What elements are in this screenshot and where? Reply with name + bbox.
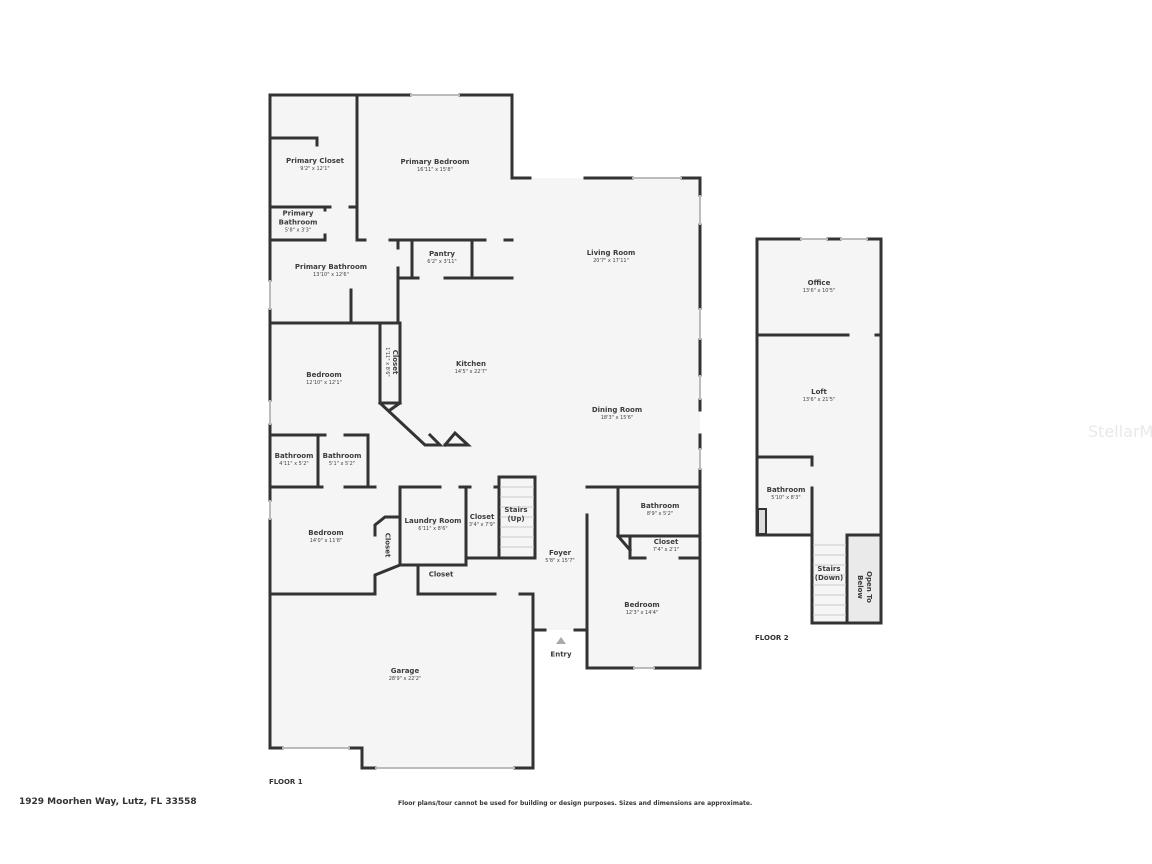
- disclaimer: Floor plans/tour cannot be used for buil…: [398, 800, 753, 807]
- hatch-floor2-bath: [757, 508, 767, 535]
- walls-floor1: [268, 93, 702, 770]
- floor1-label: FLOOR 1: [269, 778, 303, 786]
- open-to-below: Open To Below: [856, 571, 873, 603]
- property-address: 1929 Moorhen Way, Lutz, FL 33558: [19, 797, 197, 807]
- stairs-up[interactable]: Stairs (Up): [504, 506, 528, 523]
- room-closet-bedroom2: Closet: [383, 532, 392, 558]
- windows: [269, 94, 868, 769]
- floor2-label: FLOOR 2: [755, 634, 789, 642]
- stairs-down[interactable]: Stairs (Down): [814, 565, 844, 582]
- room-closet-laundry: Closet: [428, 570, 454, 579]
- entry-arrow-icon: [556, 637, 566, 644]
- stairs: [500, 486, 846, 616]
- floor1-fill: [270, 95, 700, 768]
- watermark: StellarMLS: [1088, 422, 1152, 441]
- entry-label: Entry: [550, 650, 572, 659]
